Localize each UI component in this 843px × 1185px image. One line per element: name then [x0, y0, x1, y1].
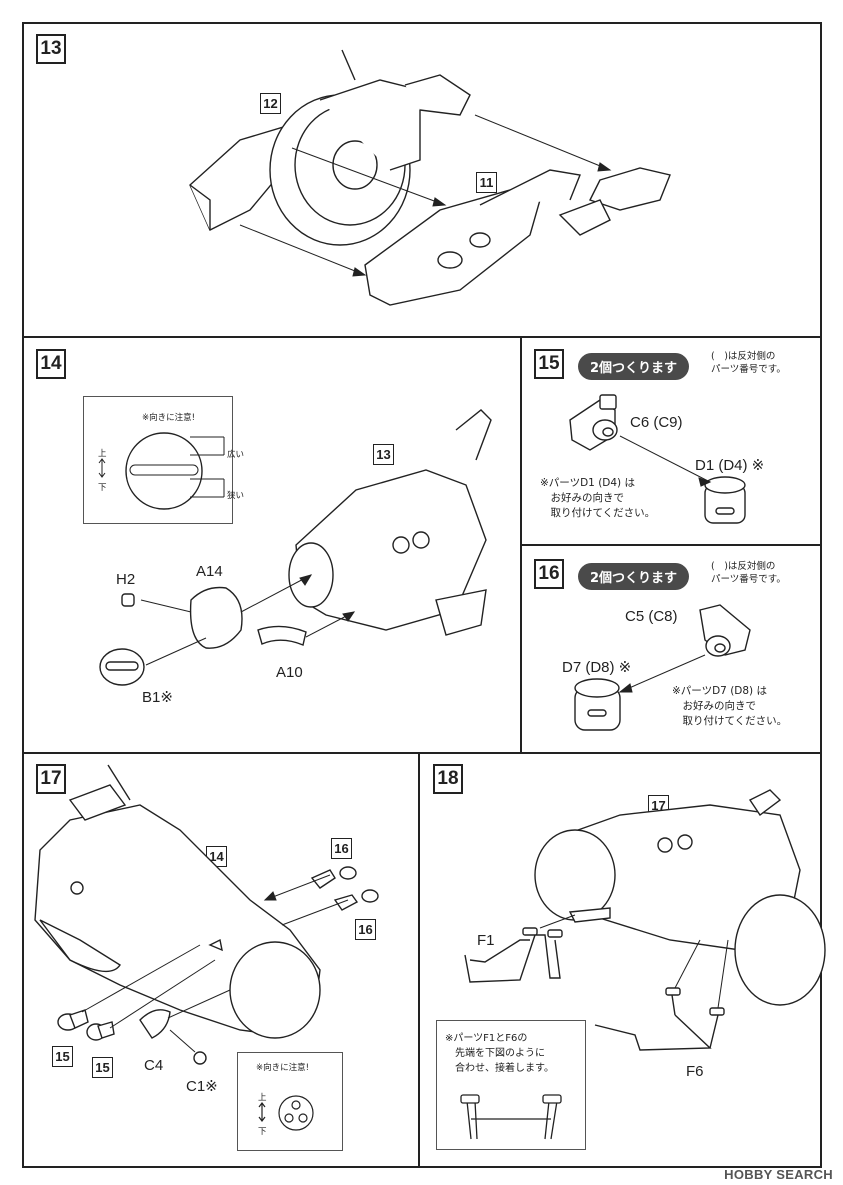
step-13-assembly-drawing — [180, 40, 700, 320]
orientation-callout-14: ※向きに注意! 上 下 広い 狭い — [83, 396, 244, 524]
step-17-ref-16-lower: 16 — [355, 919, 376, 940]
stand-joint-note: ※パーツF1とF6の 先端を下図のように 合わせ、接着します。 — [445, 1033, 554, 1074]
step-18-number: 18 — [433, 764, 463, 794]
wide-label: 広い — [227, 450, 245, 460]
orientation-callout-title: ※向きに注意! — [142, 413, 196, 423]
orientation-callout-17: ※向きに注意! 上 下 — [237, 1052, 343, 1151]
stand-joint-diagram — [437, 1021, 585, 1149]
step-13-number: 13 — [36, 34, 66, 64]
step-14-number: 14 — [36, 349, 66, 379]
part-d7-label: D7 (D8) ※ — [562, 659, 632, 676]
axis-up-label-17: 上 — [258, 1093, 267, 1103]
part-c4-label: C4 — [144, 1057, 164, 1074]
part-a14-label: A14 — [196, 563, 223, 580]
step-15-orientation-note: ※パーツD1 (D4) は お好みの向きで 取り付けてください。 — [540, 477, 656, 519]
step-16-paren-note: ( )は反対側の パーツ番号です。 — [711, 561, 786, 585]
c1-orientation-diagram — [238, 1053, 342, 1150]
step-13-ref-12: 12 — [260, 93, 281, 114]
axis-down-label: 下 — [98, 483, 107, 493]
step-15-parts-drawing — [560, 390, 810, 540]
stand-joint-callout: ※パーツF1とF6の 先端を下図のように 合わせ、接着します。 — [436, 1020, 586, 1150]
step-14-ref-13: 13 — [373, 444, 394, 465]
cap-orientation-diagram — [84, 397, 232, 523]
divider-16-17 — [22, 752, 822, 754]
orientation-callout-title-17: ※向きに注意! — [256, 1063, 310, 1073]
step-17-number: 17 — [36, 764, 66, 794]
step-17-ref-15-left: 15 — [52, 1046, 73, 1067]
step-17-ref-16-upper: 16 — [331, 838, 352, 859]
part-h2-label: H2 — [116, 571, 136, 588]
part-a10-label: A10 — [276, 664, 303, 681]
part-c6-label: C6 (C9) — [630, 414, 683, 431]
narrow-label: 狭い — [227, 491, 245, 501]
axis-up-label: 上 — [98, 449, 107, 459]
step-14-assembly-drawing — [96, 400, 496, 700]
instruction-frame — [22, 22, 822, 1168]
step-16-orientation-note: ※パーツD7 (D8) は お好みの向きで 取り付けてください。 — [672, 685, 788, 727]
step-15-paren-note: ( )は反対側の パーツ番号です。 — [711, 351, 786, 375]
watermark: HOBBY SEARCH — [724, 1167, 833, 1182]
step-15-make-two-badge: 2個つくります — [578, 353, 690, 380]
part-f1-label: F1 — [477, 932, 495, 949]
step-18-assembly-drawing — [460, 790, 822, 1070]
divider-15-16 — [520, 544, 822, 546]
part-b1-label: B1※ — [142, 689, 173, 706]
divider-13 — [22, 336, 822, 338]
part-f6-label: F6 — [686, 1063, 704, 1080]
step-17-assembly-drawing — [30, 760, 420, 1080]
step-13-ref-11: 11 — [476, 172, 497, 193]
step-16-make-two-badge: 2個つくります — [578, 563, 690, 590]
step-17-ref-15-right: 15 — [92, 1057, 113, 1078]
divider-17-18 — [418, 752, 420, 1168]
part-c1-label: C1※ — [186, 1078, 218, 1095]
part-c5-label: C5 (C8) — [625, 608, 678, 625]
part-d1-label: D1 (D4) ※ — [695, 457, 765, 474]
step-16-parts-drawing — [560, 600, 810, 740]
step-15-number: 15 — [534, 349, 564, 379]
axis-down-label-17: 下 — [258, 1127, 267, 1137]
step-16-number: 16 — [534, 559, 564, 589]
